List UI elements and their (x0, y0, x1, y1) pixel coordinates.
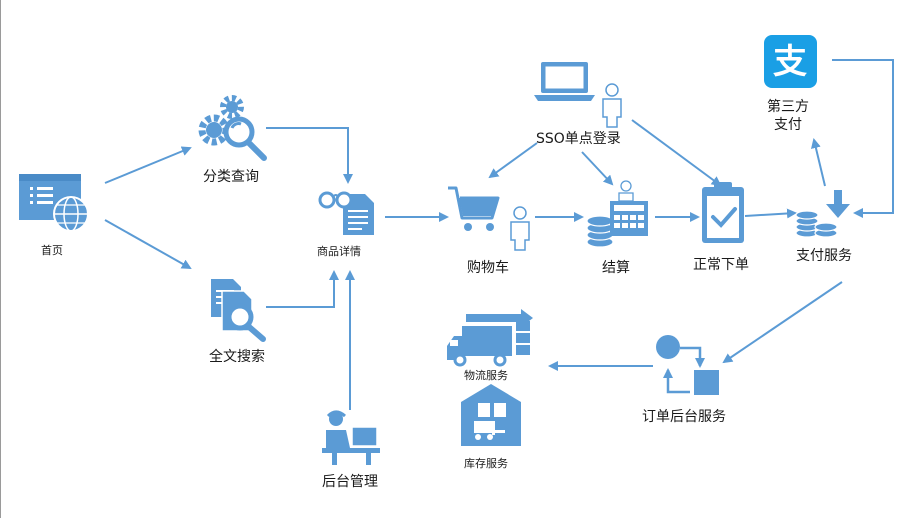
arrow-sso-order (631, 119, 722, 187)
label-admin: 后台管理 (322, 474, 378, 490)
fulltext-document-search-icon (211, 279, 266, 342)
category-gear-search-icon (198, 95, 267, 161)
left-edge-line (0, 0, 1, 518)
arrow-home-fulltext (104, 219, 192, 269)
sso-person-icon (602, 83, 622, 128)
label-payment-service: 支付服务 (796, 248, 852, 264)
label-cart: 购物车 (467, 260, 509, 276)
label-fulltext-search: 全文搜索 (209, 349, 265, 365)
arrow-category-detail (266, 127, 353, 184)
label-third-party-pay: 第三方 支付 (767, 99, 809, 133)
alipay-glyph: 支 (773, 42, 807, 82)
label-normal-order: 正常下单 (693, 257, 749, 273)
label-logistics: 物流服务 (464, 369, 508, 382)
label-home: 首页 (41, 244, 63, 257)
arrow-pay-thirdparty (810, 138, 826, 187)
customer-person-icon (510, 206, 530, 251)
label-sso: SSO单点登录 (536, 131, 621, 147)
arrow-sso-settle (581, 151, 614, 186)
sso-laptop-icon (534, 62, 595, 101)
shopping-cart-icon (448, 186, 500, 231)
home-page-icon (19, 174, 89, 232)
admin-worker-desk-icon (322, 410, 380, 465)
product-detail-glasses-document-icon (318, 191, 374, 235)
alipay-logo-icon: 支 (764, 35, 817, 88)
label-product-detail: 商品详情 (317, 245, 361, 258)
order-clipboard-check-icon (702, 182, 744, 243)
arrow-pay-orderbackend (722, 281, 843, 364)
arrow-sso-cart (488, 142, 538, 179)
label-category-query: 分类查询 (203, 169, 259, 185)
payment-coins-arrow-icon (795, 190, 850, 238)
settlement-coins-calculator-icon (586, 180, 648, 248)
logistics-truck-icon (447, 309, 533, 367)
inventory-warehouse-icon (461, 384, 521, 446)
arrow-fulltext-detail (266, 270, 339, 308)
label-order-backend: 订单后台服务 (642, 409, 726, 425)
arrow-order-pay (744, 208, 797, 219)
label-inventory: 库存服务 (464, 457, 508, 470)
arrow-alipay-pay (832, 59, 894, 218)
label-settle: 结算 (602, 260, 630, 276)
order-backend-icon (656, 335, 719, 395)
arrow-home-category (104, 146, 192, 184)
